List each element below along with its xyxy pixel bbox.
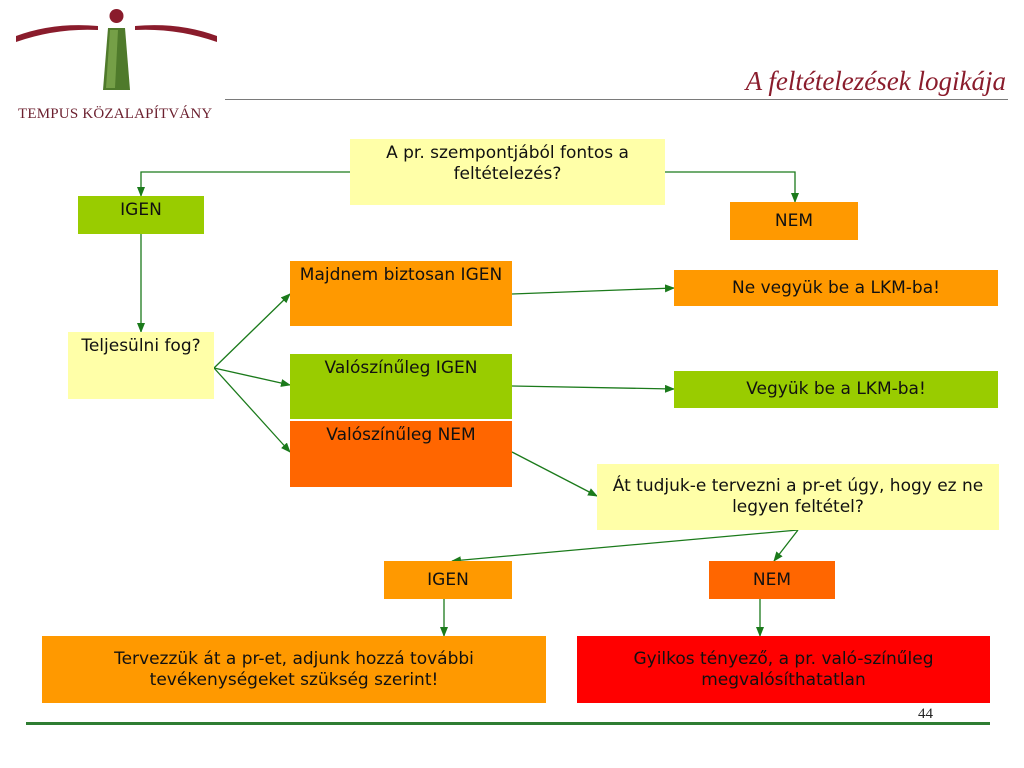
- arrow-question-to-igen: [137, 171, 350, 197]
- arrow-will-to-likely-yes: [213, 367, 291, 387]
- tempus-logo: [16, 9, 217, 90]
- killer-factor-box: Gyilkos tényező, a pr. való-színűleg meg…: [577, 636, 990, 703]
- nem-box-1: NEM: [730, 202, 858, 240]
- question-important-box: A pr. szempontjából fontos a feltételezé…: [350, 139, 665, 205]
- arrow-question-to-nem: [665, 171, 799, 203]
- slide-title: A feltételezések logikája: [745, 66, 1006, 96]
- page-number: 44: [918, 706, 933, 722]
- almost-sure-box: Majdnem biztosan IGEN: [290, 261, 512, 326]
- redesign-action-box: Tervezzük át a pr-et, adjunk hozzá továb…: [42, 636, 546, 703]
- likely-yes-box: Valószínűleg IGEN: [290, 354, 512, 419]
- igen-box-1: IGEN: [78, 196, 204, 234]
- likely-no-box: Valószínűleg NEM: [290, 421, 512, 487]
- will-happen-box: Teljesülni fog?: [68, 332, 214, 399]
- arrow-will-to-likely-no: [213, 367, 291, 453]
- nem-box-2: NEM: [709, 561, 835, 599]
- arrow-almost-sure-to-dont-include: [511, 284, 675, 295]
- arrow-likely-yes-to-include: [511, 384, 675, 393]
- dont-include-box: Ne vegyük be a LKM-ba!: [674, 270, 998, 306]
- include-box: Vegyük be a LKM-ba!: [674, 371, 998, 408]
- redesign-question-box: Át tudjuk-e tervezni a pr-et úgy, hogy e…: [597, 464, 999, 530]
- arrow-likely-no-to-redesign: [511, 451, 598, 497]
- arrow-will-to-almost-sure: [213, 293, 291, 369]
- org-name: TEMPUS KÖZALAPÍTVÁNY: [18, 106, 213, 122]
- bottom-divider: [26, 722, 990, 725]
- title-divider: [225, 99, 1008, 100]
- arrow-redesign-to-nem: [773, 529, 799, 562]
- arrow-redesign-to-igen: [451, 529, 799, 565]
- igen-box-2: IGEN: [384, 561, 512, 599]
